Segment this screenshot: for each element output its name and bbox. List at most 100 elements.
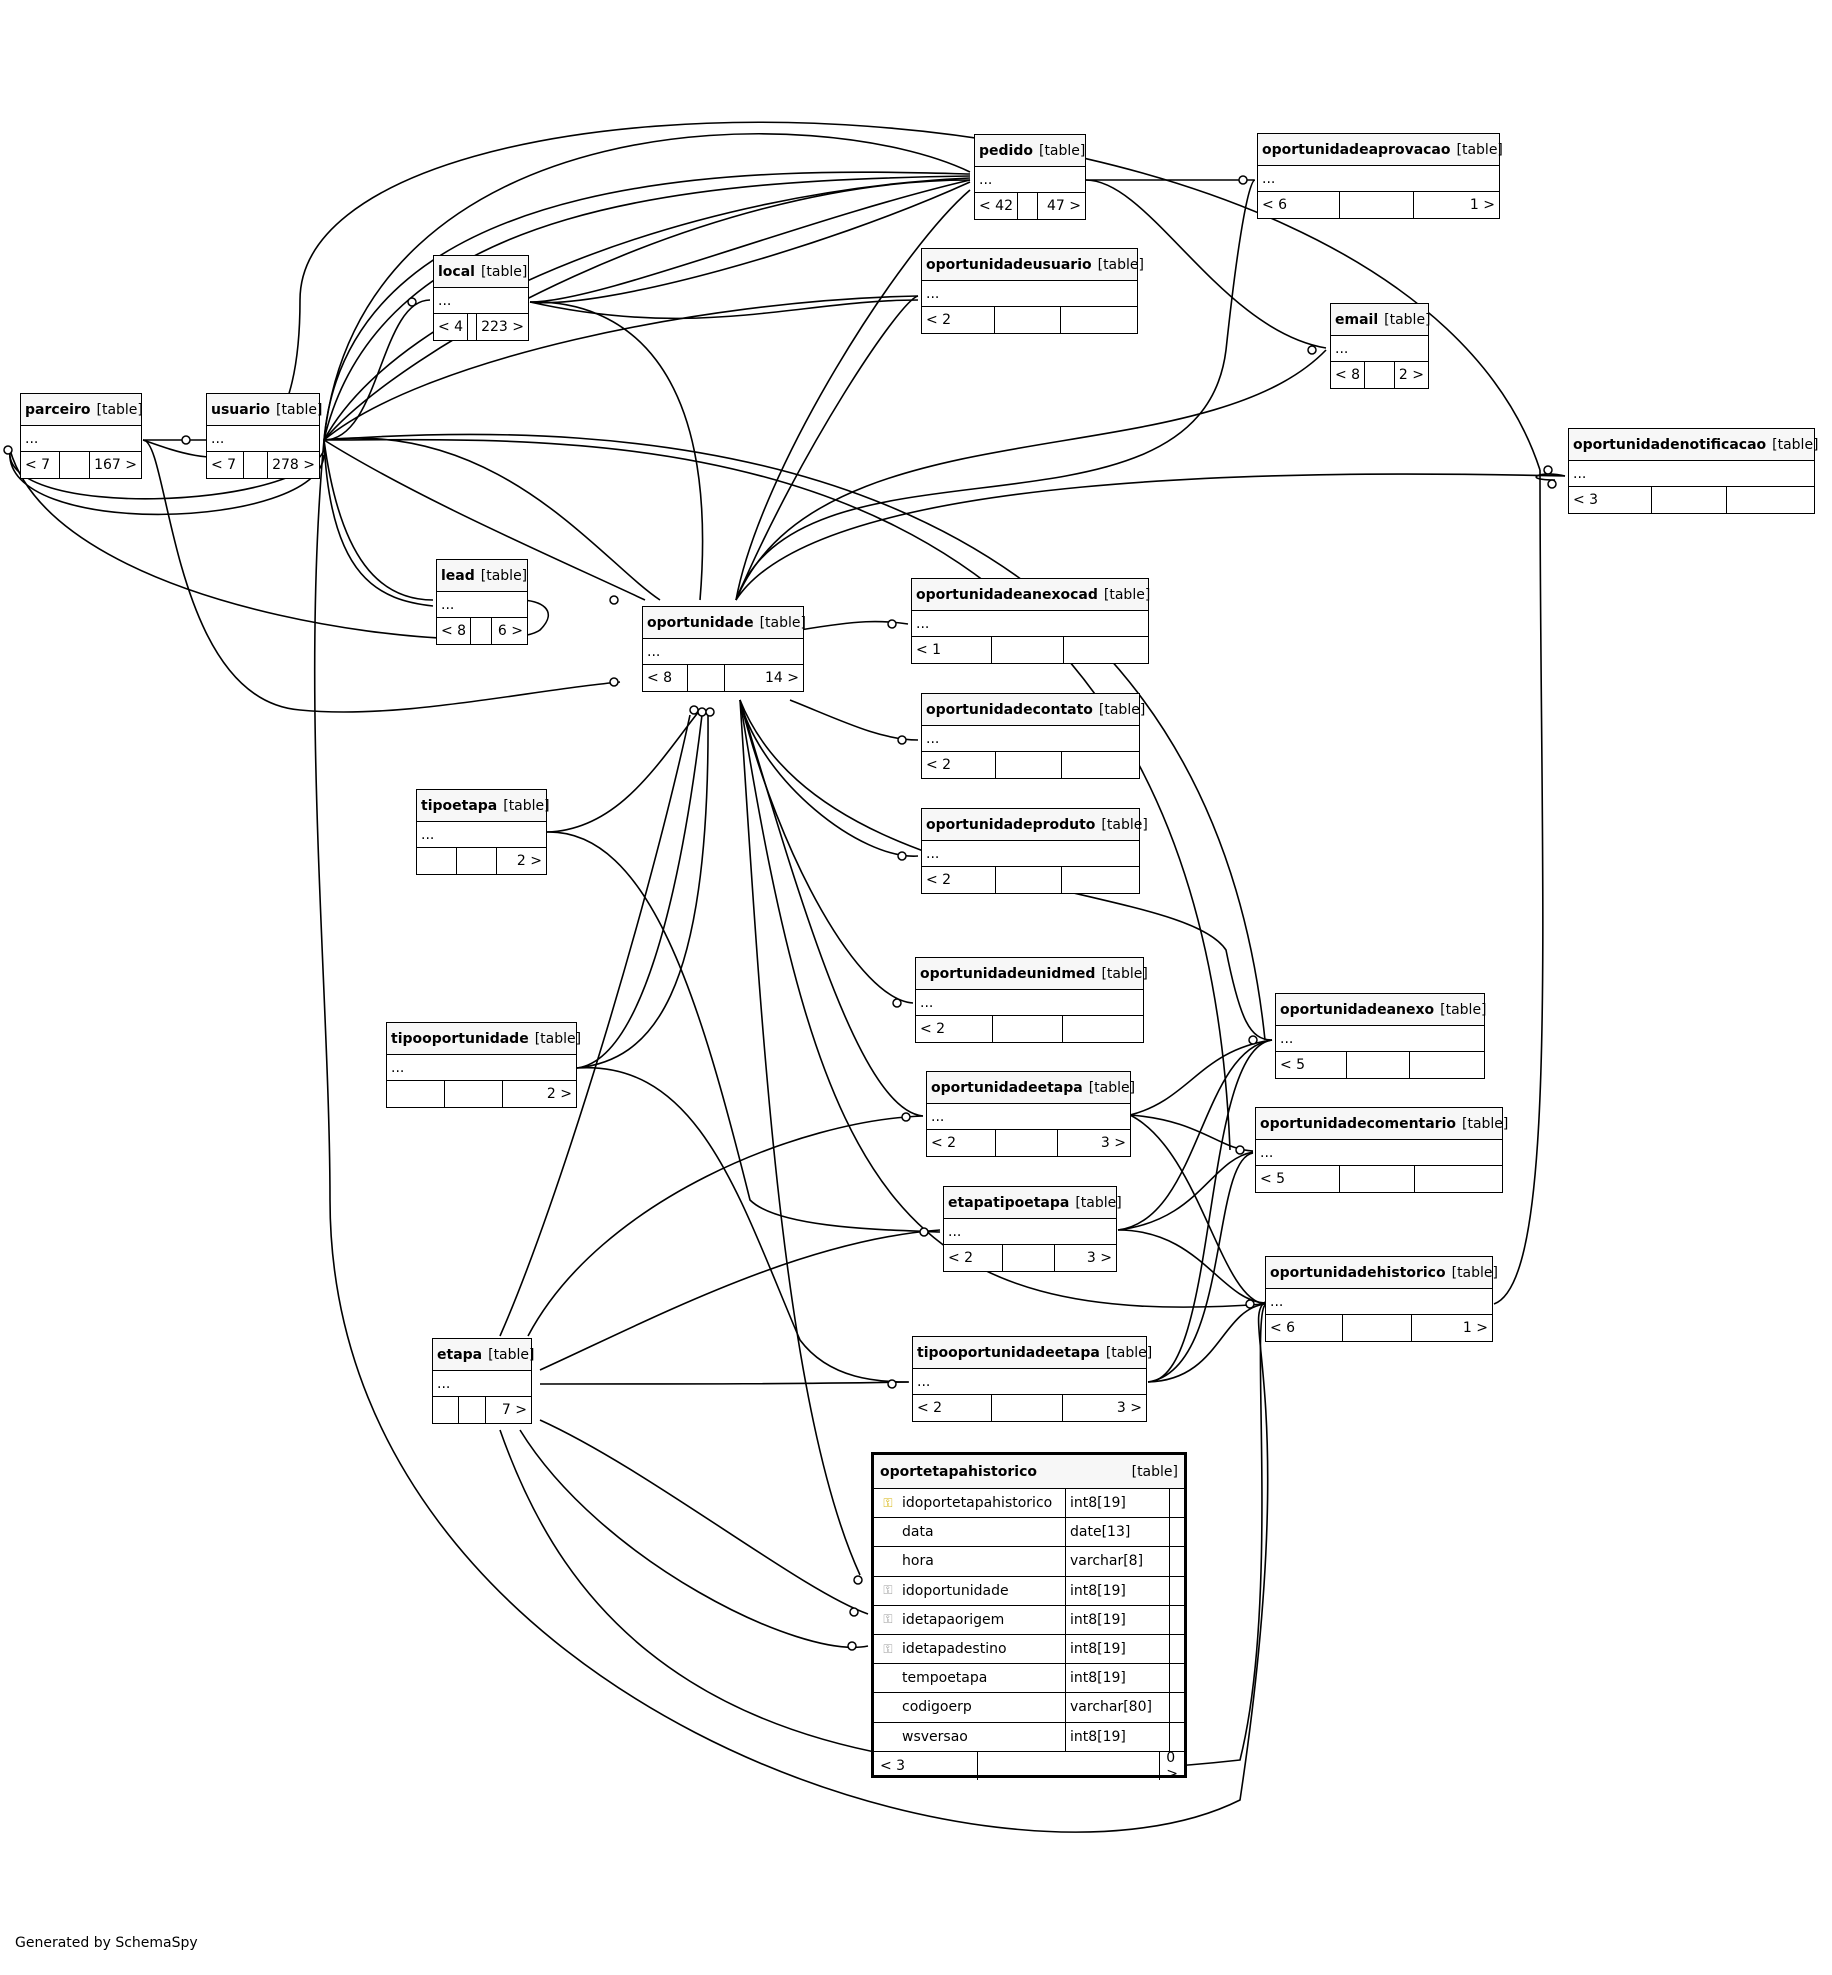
parents-link[interactable]: < 6 (1258, 192, 1341, 218)
parents-link[interactable]: < 8 (1331, 362, 1366, 388)
parents-link[interactable]: < 4 (434, 314, 469, 340)
parents-link[interactable]: < 7 (207, 452, 244, 478)
table-columns-collapsed[interactable]: ... (1258, 166, 1499, 192)
cardinality-marker (887, 619, 897, 629)
parents-link[interactable]: < 2 (916, 1016, 994, 1042)
parents-link[interactable]: < 2 (922, 867, 996, 893)
table-columns-collapsed[interactable]: ... (417, 822, 546, 848)
table-columns-collapsed[interactable]: ... (21, 426, 141, 452)
children-link[interactable]: 7 > (501, 1402, 527, 1418)
table-columns-collapsed[interactable]: ... (927, 1104, 1130, 1130)
table-columns-collapsed[interactable]: ... (387, 1055, 576, 1081)
table-columns-collapsed[interactable]: ... (1266, 1289, 1492, 1315)
table-columns-collapsed[interactable]: ... (1276, 1026, 1484, 1052)
children-link[interactable]: 167 > (94, 457, 137, 473)
parents-link[interactable]: < 2 (922, 752, 996, 778)
children-link[interactable] (1064, 637, 1148, 663)
table-columns-collapsed[interactable]: ... (913, 1369, 1146, 1395)
children-link[interactable]: 1 > (1462, 1320, 1488, 1336)
table-columns-collapsed[interactable]: ... (1569, 461, 1814, 487)
table-columns-collapsed[interactable]: ... (433, 1371, 531, 1397)
table-columns-collapsed[interactable]: ... (434, 288, 528, 314)
table-tipooportunidade[interactable]: tipooportunidade[table]...2 > (386, 1022, 581, 1108)
relationship-line (1129, 1114, 1266, 1305)
children-link[interactable] (1727, 487, 1814, 513)
children-link[interactable]: 2 > (546, 1086, 573, 1102)
table-columns-collapsed[interactable]: ... (1331, 336, 1428, 362)
children-link[interactable]: 3 > (1086, 1250, 1112, 1266)
table-columns-collapsed[interactable]: ... (944, 1219, 1116, 1245)
children-link[interactable]: 1 > (1469, 197, 1495, 213)
parents-link[interactable]: < 2 (913, 1395, 993, 1421)
parents-link[interactable]: < 2 (944, 1245, 1003, 1271)
children-link[interactable]: 223 > (481, 319, 524, 335)
parents-link[interactable]: < 5 (1256, 1166, 1340, 1192)
children-link[interactable] (1415, 1166, 1502, 1192)
parents-link[interactable]: < 8 (437, 618, 472, 644)
table-oportunidadeproduto[interactable]: oportunidadeproduto[table]...< 2 (921, 808, 1148, 894)
parents-link[interactable]: < 3 (1569, 487, 1653, 513)
children-link[interactable]: 3 > (1100, 1135, 1126, 1151)
relationship-line (739, 699, 861, 1576)
children-link[interactable]: 2 > (1398, 367, 1424, 383)
parents-link[interactable]: < 7 (21, 452, 61, 478)
table-oportunidadeanexo[interactable]: oportunidadeanexo[table]...< 5 (1275, 993, 1487, 1079)
parents-link[interactable]: < 2 (927, 1130, 997, 1156)
table-columns-collapsed[interactable]: ... (207, 426, 319, 452)
table-etapa[interactable]: etapa[table]...7 > (432, 1338, 535, 1424)
children-link[interactable]: 47 > (1047, 198, 1081, 214)
children-link[interactable] (1063, 1016, 1143, 1042)
table-oportunidadecomentario[interactable]: oportunidadecomentario[table]...< 5 (1255, 1107, 1508, 1193)
table-tipoetapa[interactable]: tipoetapa[table]...2 > (416, 789, 550, 875)
table-oportunidadeusuario[interactable]: oportunidadeusuario[table]...< 2 (921, 248, 1144, 334)
parents-link[interactable] (433, 1397, 460, 1423)
children-link[interactable] (1062, 867, 1139, 893)
children-link[interactable]: 14 > (765, 670, 800, 686)
parents-link[interactable]: < 2 (922, 307, 996, 333)
parents-link[interactable] (387, 1081, 445, 1107)
table-footer: < 3 (1569, 487, 1814, 513)
children-link[interactable]: 6 > (497, 623, 523, 639)
table-columns-collapsed[interactable]: ... (912, 611, 1148, 637)
children-link[interactable] (1062, 752, 1139, 778)
table-columns-collapsed[interactable]: ... (922, 841, 1139, 867)
table-columns-collapsed[interactable]: ... (922, 726, 1139, 752)
children-link[interactable] (1410, 1052, 1484, 1078)
children-link[interactable]: 3 > (1116, 1400, 1142, 1416)
children-link[interactable]: 2 > (516, 853, 543, 869)
table-columns-collapsed[interactable]: ... (975, 167, 1085, 193)
table-columns-collapsed[interactable]: ... (916, 990, 1143, 1016)
table-columns-collapsed[interactable]: ... (922, 281, 1137, 307)
focus-footer-left[interactable]: < 3 (874, 1751, 978, 1780)
table-columns-collapsed[interactable]: ... (437, 592, 527, 618)
parents-link[interactable]: < 42 (975, 193, 1018, 219)
table-name: oportunidadenotificacao (1573, 436, 1767, 453)
parents-link[interactable]: < 5 (1276, 1052, 1347, 1078)
table-oportunidadenotificacao[interactable]: oportunidadenotificacao[table]...< 3 (1568, 428, 1819, 514)
table-oportunidadecontato[interactable]: oportunidadecontato[table]...< 2 (921, 693, 1145, 779)
parents-link[interactable] (417, 848, 457, 874)
table-oportunidadeanexocad[interactable]: oportunidadeanexocad[table]...< 1 (911, 578, 1150, 664)
focus-footer-right[interactable]: 0 > (1166, 1749, 1178, 1782)
table-oportunidadeunidmed[interactable]: oportunidadeunidmed[table]...< 2 (915, 957, 1148, 1043)
parents-link[interactable]: < 8 (643, 665, 689, 691)
children-link[interactable] (1061, 307, 1137, 333)
parents-link[interactable]: < 1 (912, 637, 993, 663)
table-columns-collapsed[interactable]: ... (1256, 1140, 1502, 1166)
focus-table-oportetapahistorico[interactable]: oportetapahistorico [table] ⚿idoportetap… (871, 1452, 1187, 1782)
children-link[interactable]: 278 > (272, 457, 315, 473)
table-columns-collapsed[interactable]: ... (643, 639, 803, 665)
parents-link[interactable]: < 6 (1266, 1315, 1343, 1341)
